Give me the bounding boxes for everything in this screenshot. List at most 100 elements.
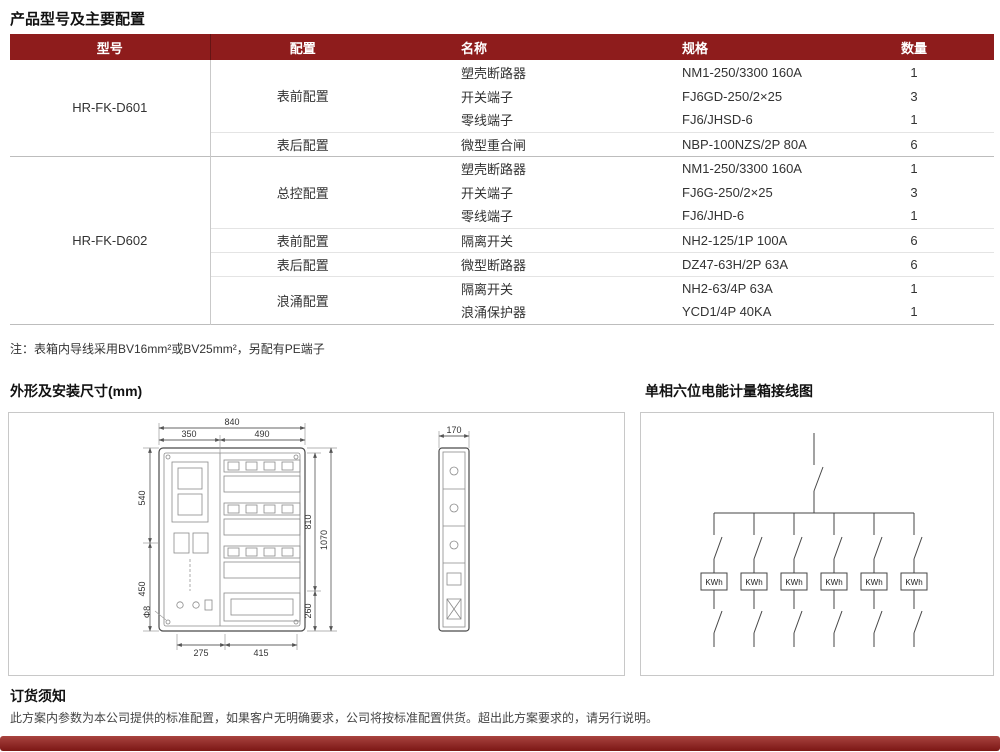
component-name-cell: 微型重合闸 (395, 131, 660, 156)
kwh-meter-label: KWh (825, 578, 842, 587)
wiring-branch: KWh (700, 513, 728, 647)
front-view (158, 447, 306, 632)
table-row: 开关端子 FJ6G-250/2×25 3 (10, 180, 994, 204)
quantity-cell: 3 (910, 184, 918, 200)
wiring-branch: KWh (820, 513, 848, 647)
config-cell: 表前配置 (210, 227, 395, 252)
spec-cell: FJ6G-250/2×25 (682, 184, 773, 200)
wiring-section-title: 单相六位电能计量箱接线图 (645, 383, 813, 399)
component-name-cell: 开关端子 (461, 185, 514, 201)
dim-label: 415 (253, 648, 268, 658)
wiring-branches: KWh KWh KWh KWh KWh KWh (700, 513, 928, 647)
quantity-cell: 6 (834, 227, 994, 252)
spec-cell: NBP-100NZS/2P 80A (660, 131, 834, 156)
quantity-cell: 1 (834, 155, 994, 180)
component-name-cell: 零线端子 (461, 113, 514, 129)
config-cell: 浪涌配置 (210, 275, 395, 324)
dim-label: 490 (254, 429, 269, 439)
component-name-cell: 零线端子 (461, 209, 514, 225)
config-cell: 总控配置 (210, 155, 395, 228)
dim-label: 810 (303, 514, 313, 529)
kwh-meter-label: KWh (865, 578, 882, 587)
col-header-spec: 规格 (660, 34, 834, 60)
component-name-cell: 开关端子 (461, 89, 514, 105)
quantity-cell: 1 (910, 64, 918, 80)
wiring-branch: KWh (900, 513, 928, 647)
dim-label: 275 (193, 648, 208, 658)
table-row: 零线端子 FJ6/JHD-6 1 (10, 204, 994, 228)
table-note: 注：表箱内导线采用BV16mm²或BV25mm²，另配有PE端子 (10, 342, 325, 356)
dim-label: Φ8 (142, 606, 152, 618)
col-header-name: 名称 (395, 34, 660, 60)
kwh-meter-label: KWh (785, 578, 802, 587)
component-name-cell: 隔离开关 (395, 227, 660, 252)
order-notes-text: 此方案内参数为本公司提供的标准配置，如果客户无明确要求，公司将按标准配置供货。超… (10, 711, 659, 725)
quantity-cell: 1 (910, 208, 918, 224)
dim-label: 840 (224, 417, 239, 427)
spec-cell: NM1-250/3300 160A (660, 155, 834, 180)
quantity-cell: 1 (910, 304, 918, 320)
component-name-cell: 塑壳断路器 (395, 155, 660, 180)
kwh-meter-label: KWh (905, 578, 922, 587)
component-name-cell: 塑壳断路器 (461, 65, 527, 81)
config-cell: 表后配置 (210, 131, 395, 156)
dim-label: 1070 (319, 530, 329, 550)
component-name-cell: 浪涌保护器 (461, 305, 527, 321)
quantity-cell: 3 (910, 88, 918, 104)
incoming-feeder (714, 433, 914, 514)
quantity-cell: 6 (834, 131, 994, 156)
table-row: 浪涌保护器 YCD1/4P 40KA 1 (10, 300, 994, 324)
kwh-meter-label: KWh (705, 578, 722, 587)
dim-label: 450 (137, 581, 147, 596)
spec-cell: FJ6/JHSD-6 (682, 112, 753, 128)
wiring-svg: KWh KWh KWh KWh KWh KWh (700, 433, 928, 647)
dim-label: 540 (137, 490, 147, 505)
col-header-model: 型号 (10, 34, 211, 60)
config-cell: 表前配置 (276, 89, 329, 105)
table-row: 开关端子 FJ6GD-250/2×25 3 (10, 84, 994, 108)
dim-label: 260 (303, 603, 313, 618)
wiring-branch: KWh (860, 513, 888, 647)
quantity-cell: 1 (834, 275, 994, 300)
component-name-cell: 微型断路器 (395, 251, 660, 276)
col-header-config: 配置 (210, 34, 395, 60)
page-title: 产品型号及主要配置 (10, 11, 146, 28)
side-view: 170 (438, 425, 470, 632)
spec-cell: DZ47-63H/2P 63A (660, 251, 834, 276)
spec-cell: FJ6/JHD-6 (682, 208, 745, 224)
kwh-meter-label: KWh (745, 578, 762, 587)
dimensions-section-title: 外形及安装尺寸(mm) (10, 383, 143, 399)
table-row: 零线端子 FJ6/JHSD-6 1 (10, 108, 994, 132)
spec-cell: NH2-63/4P 63A (660, 275, 834, 300)
quantity-cell: 1 (910, 112, 918, 128)
spec-cell: NM1-250/3300 160A (682, 64, 802, 80)
dimension-drawing-svg: 840 350 490 540 450 Φ8 810 (137, 417, 470, 658)
spec-cell: NH2-125/1P 100A (660, 227, 834, 252)
wiring-branch: KWh (780, 513, 808, 647)
config-cell: 表后配置 (210, 251, 395, 276)
component-name-cell: 隔离开关 (395, 275, 660, 300)
spec-cell: YCD1/4P 40KA (682, 304, 772, 320)
quantity-cell: 6 (834, 251, 994, 276)
table-row: HR-FK-D601 表前配置 塑壳断路器 NM1-250/3300 160A 1 (10, 60, 994, 156)
col-header-qty: 数量 (834, 34, 994, 60)
spec-cell: FJ6GD-250/2×25 (682, 88, 783, 104)
dimensions-panel: 840 350 490 540 450 Φ8 810 (8, 412, 625, 676)
dimension-lines: 840 350 490 540 450 Φ8 810 (137, 417, 337, 658)
order-notes-title: 订货须知 (10, 688, 66, 704)
dim-label: 170 (446, 425, 461, 435)
table-header-row: 型号 配置 名称 规格 数量 (10, 34, 994, 60)
footer-accent-bar (0, 736, 1000, 751)
dim-label: 350 (181, 429, 196, 439)
model-cell: HR-FK-D601 (10, 60, 211, 156)
wiring-branch: KWh (740, 513, 768, 647)
model-cell: HR-FK-D602 (10, 155, 211, 324)
wiring-panel: KWh KWh KWh KWh KWh KWh (640, 412, 994, 676)
